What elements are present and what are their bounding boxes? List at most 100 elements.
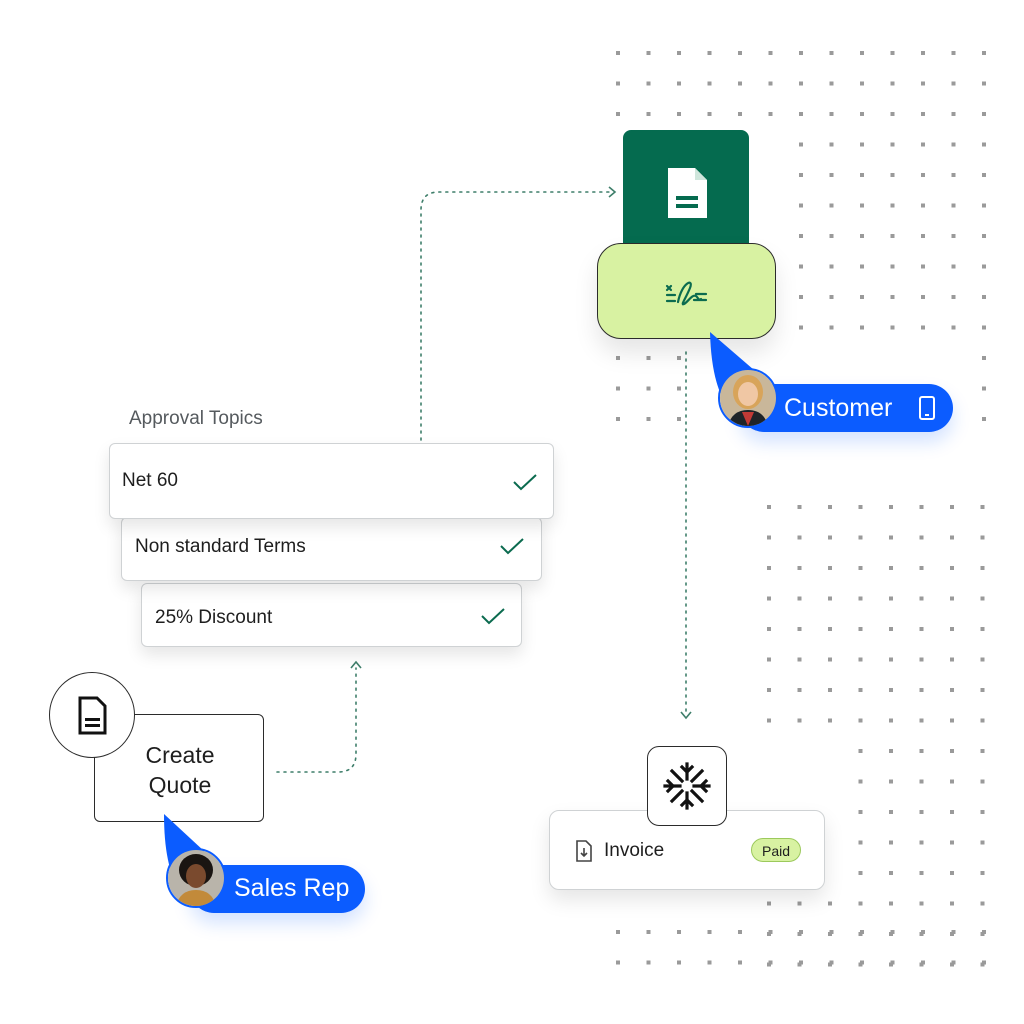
grid-dot — [799, 930, 803, 934]
grid-dot — [797, 657, 802, 662]
grid-dot — [890, 234, 895, 238]
grid-dot — [799, 51, 803, 55]
grid-dot — [980, 749, 985, 753]
grid-dot — [889, 779, 893, 784]
grid-dot — [646, 960, 651, 965]
grid-dot — [738, 51, 742, 55]
grid-dot — [799, 960, 803, 965]
grid-dot — [858, 810, 863, 814]
grid-dot — [646, 356, 651, 360]
grid-dot — [919, 810, 924, 814]
grid-dot — [616, 417, 620, 421]
grid-dot — [860, 930, 864, 934]
grid-dot — [767, 627, 771, 631]
grid-dot — [799, 295, 803, 299]
grid-dot — [858, 779, 863, 784]
check-icon — [481, 608, 505, 625]
connector-quote-to-approval — [276, 667, 357, 773]
grid-dot — [677, 386, 681, 391]
check-icon — [513, 474, 537, 491]
check-icon — [500, 538, 524, 555]
grid-dot — [858, 657, 863, 662]
document-icon — [668, 168, 707, 218]
grid-dot — [921, 264, 925, 269]
grid-dot — [858, 871, 863, 875]
grid-dot — [828, 535, 832, 540]
grid-dot — [799, 264, 803, 269]
grid-dot — [768, 51, 773, 55]
grid-dot — [889, 840, 893, 845]
grid-dot — [982, 356, 986, 360]
grid-dot — [919, 535, 924, 540]
grid-dot — [951, 203, 956, 208]
grid-dot — [797, 596, 802, 601]
grid-dot — [950, 810, 954, 814]
grid-dot — [982, 325, 986, 330]
grid-dot — [889, 596, 893, 601]
grid-dot — [950, 505, 954, 509]
grid-dot — [828, 688, 832, 692]
grid-dot — [768, 960, 773, 965]
grid-dot — [890, 112, 895, 116]
mobile-phone-icon — [919, 396, 935, 420]
grid-dot — [799, 203, 803, 208]
grid-dot — [707, 960, 712, 965]
grid-dot — [797, 505, 802, 509]
grid-dot — [707, 51, 712, 55]
grid-dot — [980, 779, 985, 784]
grid-dot — [889, 566, 893, 570]
grid-dot — [921, 142, 925, 147]
grid-dot — [921, 112, 925, 116]
grid-dot — [982, 51, 986, 55]
grid-dot — [921, 234, 925, 238]
grid-dot — [858, 718, 863, 723]
approval-topic-row[interactable]: Net 60 — [109, 443, 554, 519]
grid-dot — [890, 173, 895, 177]
grid-dot — [767, 657, 771, 662]
grid-dot — [889, 718, 893, 723]
grid-dot — [829, 51, 834, 55]
grid-dot — [951, 173, 956, 177]
grid-dot — [889, 901, 893, 906]
grid-dot — [707, 81, 712, 86]
grid-dot — [951, 295, 956, 299]
approval-topic-row[interactable]: 25% Discount — [141, 583, 522, 647]
grid-dot — [858, 505, 863, 509]
grid-dot — [768, 930, 773, 934]
grid-dot — [797, 901, 802, 906]
grid-dot — [951, 264, 956, 269]
grid-dot — [616, 930, 620, 934]
approval-topic-row[interactable]: Non standard Terms — [121, 517, 542, 581]
signature-card[interactable] — [597, 243, 776, 339]
grid-dot — [919, 688, 924, 692]
grid-dot — [890, 295, 895, 299]
approval-topic-label: Net 60 — [122, 470, 178, 491]
grid-dot — [829, 112, 834, 116]
grid-dot — [677, 960, 681, 965]
grid-dot — [951, 142, 956, 147]
sales-rep-avatar — [166, 848, 226, 908]
grid-dot — [768, 81, 773, 86]
grid-dot — [677, 51, 681, 55]
grid-dot — [829, 960, 834, 965]
grid-dot — [677, 112, 681, 116]
grid-dot — [767, 535, 771, 540]
grid-dot — [860, 173, 864, 177]
grid-dot — [677, 81, 681, 86]
grid-dot — [982, 112, 986, 116]
grid-dot — [890, 142, 895, 147]
grid-dot — [890, 930, 895, 934]
grid-dot — [616, 112, 620, 116]
grid-dot — [858, 596, 863, 601]
grid-dot — [858, 535, 863, 540]
grid-dot — [921, 81, 925, 86]
grid-dot — [860, 325, 864, 330]
grid-dot — [860, 51, 864, 55]
grid-dot — [889, 627, 893, 631]
grid-dot — [738, 112, 742, 116]
grid-dot — [767, 566, 771, 570]
grid-dot — [921, 173, 925, 177]
grid-dot — [980, 718, 985, 723]
grid-dot — [828, 718, 832, 723]
